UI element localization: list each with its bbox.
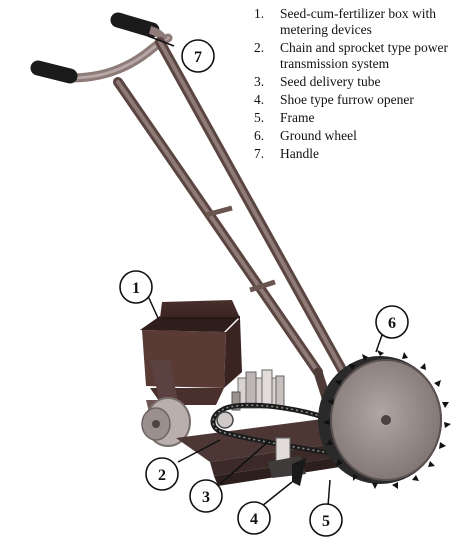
callout-6: 6 xyxy=(375,305,409,339)
legend-item-7: 7. Handle xyxy=(242,146,470,162)
callout-7-label: 7 xyxy=(194,49,202,66)
legend-item-3-text: Seed delivery tube xyxy=(280,74,381,89)
legend-item-3: 3. Seed delivery tube xyxy=(242,74,470,90)
handle xyxy=(30,12,173,84)
callout-4: 4 xyxy=(237,501,271,535)
legend-item-1-number: 1. xyxy=(254,6,265,21)
legend-item-6-text: Ground wheel xyxy=(280,128,357,143)
legend-item-4-text: Shoe type furrow opener xyxy=(280,92,414,107)
furrow-opener xyxy=(268,437,306,486)
legend-item-5: 5. Frame xyxy=(242,110,470,126)
parts-legend: 1. Seed-cum-fertilizer box with metering… xyxy=(242,6,470,164)
legend-item-7-text: Handle xyxy=(280,146,319,161)
front-support xyxy=(141,360,191,447)
legend-item-5-number: 5. xyxy=(254,110,265,125)
callout-6-label: 6 xyxy=(388,315,396,332)
legend-item-6-number: 6. xyxy=(254,128,265,143)
legend-item-5-text: Frame xyxy=(280,110,315,125)
ground-wheel-lugs xyxy=(323,350,451,489)
callout-7: 7 xyxy=(181,39,215,73)
callout-4-label: 4 xyxy=(250,511,258,528)
callout-1: 1 xyxy=(119,270,153,304)
legend-item-2: 2. Chain and sprocket type power transmi… xyxy=(242,40,470,72)
legend-item-4: 4. Shoe type furrow opener xyxy=(242,92,470,108)
legend-item-3-number: 3. xyxy=(254,74,265,89)
legend-item-1-text: Seed-cum-fertilizer box with metering de… xyxy=(280,6,436,37)
callout-2: 2 xyxy=(145,457,179,491)
legend-item-1: 1. Seed-cum-fertilizer box with metering… xyxy=(242,6,470,38)
callout-2-label: 2 xyxy=(158,467,166,484)
callout-3: 3 xyxy=(189,479,223,513)
legend-item-2-number: 2. xyxy=(254,40,265,55)
seed-fertilizer-box xyxy=(140,300,242,405)
callout-5-label: 5 xyxy=(322,513,330,530)
callout-5: 5 xyxy=(309,503,343,537)
callout-1-label: 1 xyxy=(132,280,140,297)
leader-lines xyxy=(147,35,383,507)
legend-item-4-number: 4. xyxy=(254,92,265,107)
ground-wheel xyxy=(318,356,442,484)
callout-3-label: 3 xyxy=(202,489,210,506)
legend-item-6: 6. Ground wheel xyxy=(242,128,470,144)
legend-item-7-number: 7. xyxy=(254,146,265,161)
legend-item-2-text: Chain and sprocket type power transmissi… xyxy=(280,40,448,71)
